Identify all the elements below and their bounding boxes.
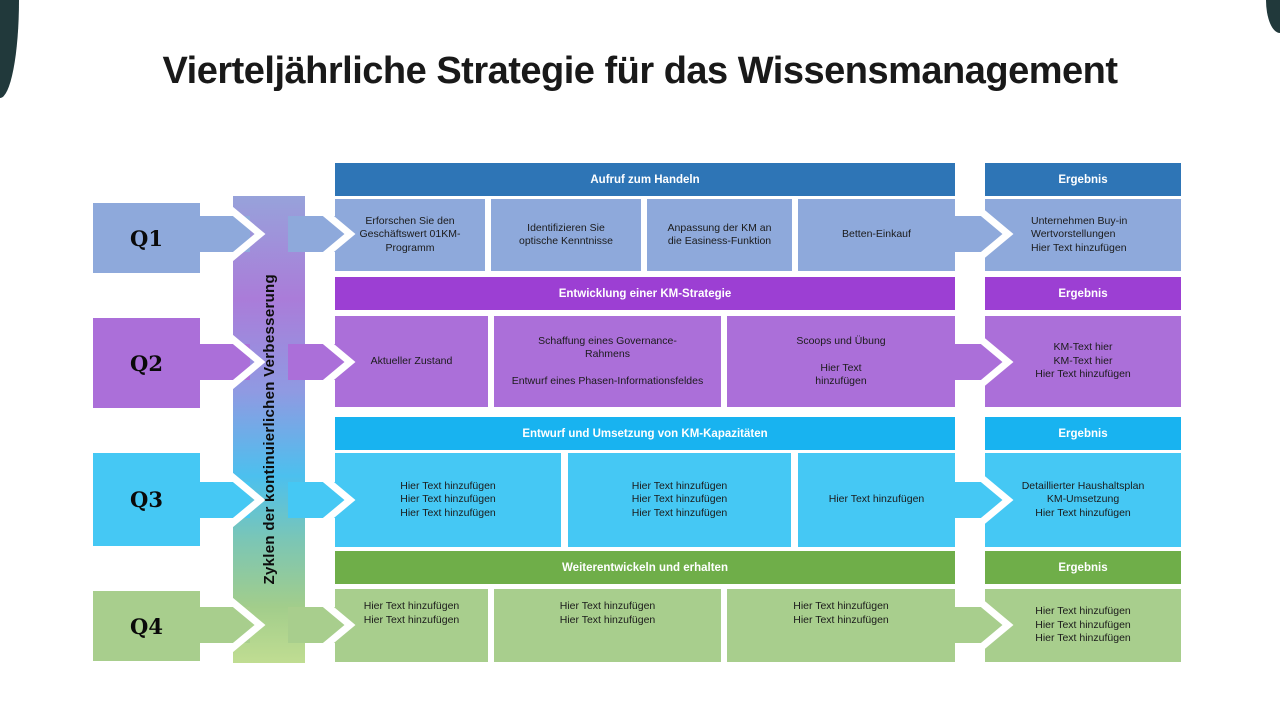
row3-result-arrow-right-icon <box>946 467 1014 533</box>
row3-entry-arrow-right-icon <box>288 467 356 533</box>
row4-boxes: Hier Text hinzufügen Hier Text hinzufüge… <box>335 589 955 662</box>
row4-entry-arrow-right-icon <box>288 592 356 658</box>
quarter-box-q4: Q4 <box>93 591 200 661</box>
cycle-band: Zyklen der kontinuierlichen Verbesserung <box>233 196 305 663</box>
row2-result-arrow-right-icon <box>946 329 1014 395</box>
row3-result-header: Ergebnis <box>985 417 1181 450</box>
row1-box-2: Identifizieren Sie optische Kenntnisse <box>491 199 641 271</box>
quarter-label-q4: Q4 <box>130 613 163 639</box>
row2-boxes: Aktueller Zustand Schaffung eines Govern… <box>335 316 955 407</box>
quarter-label-q3: Q3 <box>130 487 163 512</box>
cycle-band-label: Zyklen der kontinuierlichen Verbesserung <box>260 274 278 585</box>
row1-box-4: Betten-Einkauf <box>798 199 955 271</box>
row1-result-arrow-right-icon <box>946 201 1014 267</box>
corner-decoration-top-right-icon <box>1266 0 1280 33</box>
quarter-box-q1: Q1 <box>93 203 200 273</box>
row2-result-header: Ergebnis <box>985 277 1181 310</box>
quarter-label-q2: Q2 <box>130 350 163 376</box>
row1-boxes: Erforschen Sie den Geschäftswert 01KM- P… <box>335 199 955 271</box>
row2-box-3: Scoops und Übung Hier Text hinzufügen <box>727 316 955 407</box>
row4-box-2: Hier Text hinzufügen Hier Text hinzufüge… <box>494 589 721 662</box>
row2-header: Entwicklung einer KM-Strategie <box>335 277 955 310</box>
row4-result-arrow-right-icon <box>946 592 1014 658</box>
row4-result-header: Ergebnis <box>985 551 1181 584</box>
row1-entry-arrow-right-icon <box>288 201 356 267</box>
quarter-label-q1: Q1 <box>130 225 163 251</box>
row4-box-3: Hier Text hinzufügen Hier Text hinzufüge… <box>727 589 955 662</box>
row3-boxes: Hier Text hinzufügen Hier Text hinzufüge… <box>335 453 955 547</box>
page-title: Vierteljährliche Strategie für das Wisse… <box>162 50 1119 92</box>
q2-arrow-right-icon <box>198 329 266 395</box>
quarter-box-q3: Q3 <box>93 453 200 546</box>
row2-entry-arrow-right-icon <box>288 329 356 395</box>
row4-header: Weiterentwickeln und erhalten <box>335 551 955 584</box>
row3-box-3: Hier Text hinzufügen <box>798 453 955 547</box>
row3-box-1: Hier Text hinzufügen Hier Text hinzufüge… <box>335 453 561 547</box>
q1-arrow-right-icon <box>198 201 266 267</box>
row1-box-1: Erforschen Sie den Geschäftswert 01KM- P… <box>335 199 485 271</box>
row3-result-box: Detaillierter Haushaltsplan KM-Umsetzung… <box>985 453 1181 547</box>
row3-header: Entwurf und Umsetzung von KM-Kapazitäten <box>335 417 955 450</box>
q3-arrow-right-icon <box>198 467 266 533</box>
row1-box-3: Anpassung der KM an die Easiness-Funktio… <box>647 199 792 271</box>
row1-result-header: Ergebnis <box>985 163 1181 196</box>
quarter-box-q2: Q2 <box>93 318 200 408</box>
row4-result-box: Hier Text hinzufügen Hier Text hinzufüge… <box>985 589 1181 662</box>
row3-box-2: Hier Text hinzufügen Hier Text hinzufüge… <box>568 453 791 547</box>
row2-result-box: KM-Text hier KM-Text hier Hier Text hinz… <box>985 316 1181 407</box>
row1-result-box: Unternehmen Buy-in Wertvorstellungen Hie… <box>985 199 1181 271</box>
row2-box-2: Schaffung eines Governance- Rahmens Entw… <box>494 316 721 407</box>
row2-box-1: Aktueller Zustand <box>335 316 488 407</box>
row1-header: Aufruf zum Handeln <box>335 163 955 196</box>
row4-box-1: Hier Text hinzufügen Hier Text hinzufüge… <box>335 589 488 662</box>
q4-arrow-right-icon <box>198 592 266 658</box>
